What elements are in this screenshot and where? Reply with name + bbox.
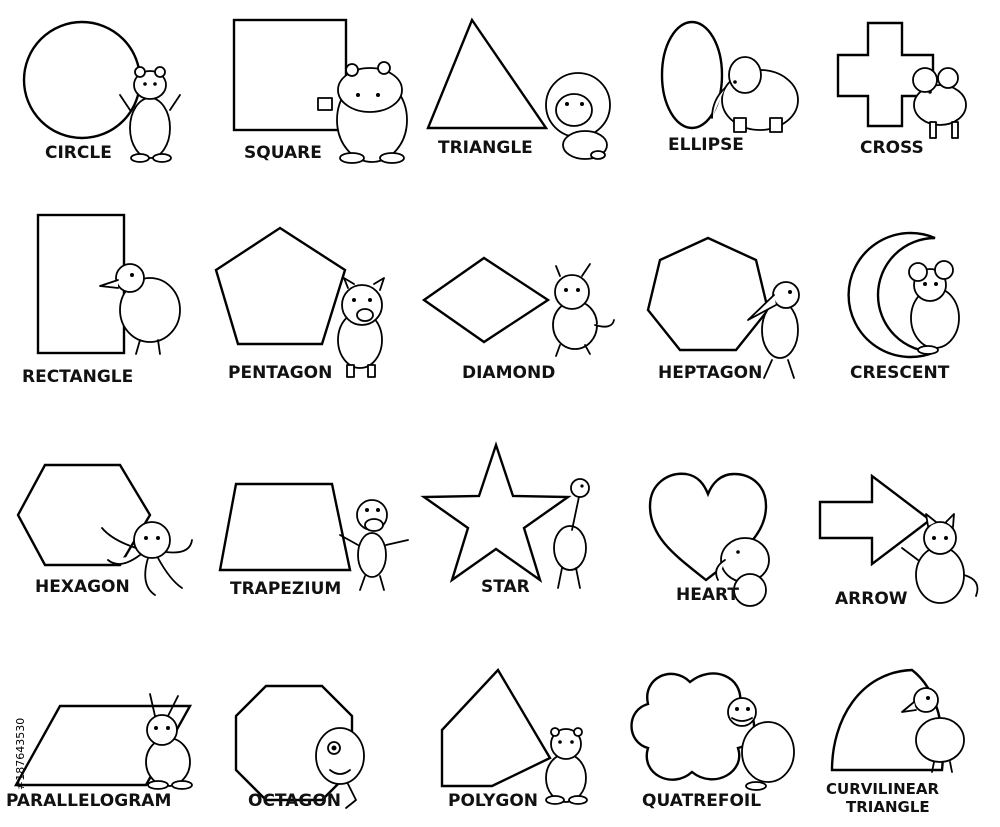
hexagon-label: HEXAGON bbox=[35, 577, 130, 597]
curvilinear-triangle-cell: CURVILINEAR TRIANGLE bbox=[826, 668, 965, 816]
pentagon-label: PENTAGON bbox=[228, 363, 332, 383]
ellipse-label: ELLIPSE bbox=[668, 135, 744, 155]
elephant-figure bbox=[711, 56, 799, 133]
arrow-shape bbox=[818, 473, 932, 567]
square-cell: SQUARE bbox=[232, 18, 408, 164]
ram-figure bbox=[912, 67, 967, 139]
square-shape bbox=[232, 18, 348, 132]
monkey-figure bbox=[339, 499, 409, 591]
octagon-label: OCTAGON bbox=[248, 791, 341, 811]
circle-label: CIRCLE bbox=[45, 143, 112, 163]
stock-id-watermark: #187643530 bbox=[14, 718, 27, 790]
bear-figure bbox=[119, 66, 181, 163]
polygon-shape bbox=[440, 668, 552, 788]
hamster-figure bbox=[545, 727, 588, 805]
star-label: STAR bbox=[481, 577, 530, 597]
trapezium-shape bbox=[218, 482, 352, 572]
duck-figure bbox=[901, 687, 965, 773]
rectangle-label: RECTANGLE bbox=[22, 367, 133, 387]
mouse-figure bbox=[908, 260, 960, 355]
square-label: SQUARE bbox=[244, 143, 322, 163]
heptagon-label: HEPTAGON bbox=[658, 363, 762, 383]
turtle-figure bbox=[727, 697, 795, 791]
pig-figure bbox=[337, 277, 385, 378]
triangle-label: TRIANGLE bbox=[438, 138, 533, 158]
fish-figure bbox=[315, 727, 365, 809]
triangle-shape bbox=[426, 17, 549, 130]
cross-label: CROSS bbox=[860, 138, 924, 158]
cross-cell: CROSS bbox=[836, 21, 967, 158]
cat-figure bbox=[901, 513, 979, 604]
dog-figure bbox=[552, 263, 615, 357]
pentagon-shape bbox=[214, 226, 347, 346]
quatrefoil-shape bbox=[630, 672, 756, 781]
star-cell: STAR bbox=[420, 441, 590, 597]
giraffe-figure bbox=[553, 478, 590, 589]
heptagon-cell: HEPTAGON bbox=[646, 236, 800, 383]
heart-cell: HEART bbox=[648, 472, 770, 607]
cross-shape bbox=[836, 21, 935, 128]
crescent-cell: CRESCENT bbox=[847, 231, 960, 383]
circle-cell: CIRCLE bbox=[22, 20, 181, 163]
curvilinear-label-line2: TRIANGLE bbox=[846, 798, 930, 816]
polygon-cell: POLYGON bbox=[440, 668, 588, 811]
circle-shape bbox=[22, 20, 142, 140]
hexagon-shape bbox=[16, 463, 152, 567]
baby-elephant-figure bbox=[715, 537, 770, 607]
quatrefoil-label: QUATREFOIL bbox=[642, 791, 761, 811]
bird-figure bbox=[99, 263, 181, 355]
trapezium-cell: TRAPEZIUM bbox=[218, 482, 409, 599]
crescent-label: CRESCENT bbox=[850, 363, 950, 383]
parallelogram-cell: PARALLELOGRAM bbox=[6, 693, 193, 811]
hippo-figure bbox=[317, 61, 408, 164]
diamond-shape bbox=[421, 256, 551, 344]
octagon-cell: OCTAGON bbox=[234, 684, 365, 811]
ellipse-shape bbox=[660, 20, 724, 130]
arrow-label: ARROW bbox=[835, 589, 908, 609]
octopus-figure bbox=[101, 521, 193, 596]
rectangle-cell: RECTANGLE bbox=[22, 213, 181, 387]
trapezium-label: TRAPEZIUM bbox=[230, 579, 341, 599]
lion-figure bbox=[545, 72, 611, 160]
arrow-cell: ARROW bbox=[818, 473, 979, 609]
hexagon-cell: HEXAGON bbox=[16, 463, 193, 597]
diamond-label: DIAMOND bbox=[462, 363, 555, 383]
rabbit-figure bbox=[145, 693, 193, 790]
heart-label: HEART bbox=[676, 585, 739, 605]
diamond-cell: DIAMOND bbox=[421, 256, 615, 383]
polygon-label: POLYGON bbox=[448, 791, 538, 811]
ellipse-cell: ELLIPSE bbox=[660, 20, 799, 155]
curvilinear-label-line1: CURVILINEAR bbox=[826, 780, 939, 798]
crescent-shape bbox=[847, 231, 936, 359]
star-shape bbox=[420, 441, 572, 584]
parallelogram-label: PARALLELOGRAM bbox=[6, 791, 171, 811]
toucan-figure bbox=[747, 281, 800, 379]
triangle-cell: TRIANGLE bbox=[426, 17, 611, 160]
heptagon-shape bbox=[646, 236, 770, 352]
pentagon-cell: PENTAGON bbox=[214, 226, 385, 383]
quatrefoil-cell: QUATREFOIL bbox=[630, 672, 795, 811]
